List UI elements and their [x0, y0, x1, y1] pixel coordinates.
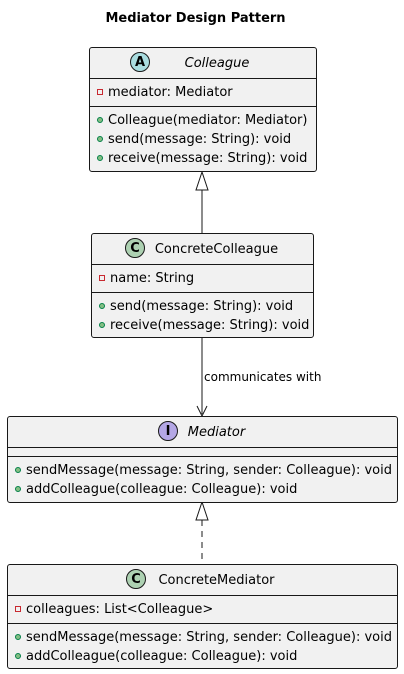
- realization-arrowhead: [195, 500, 209, 521]
- attribute-text: name: String: [110, 271, 195, 286]
- interface-badge-icon: I: [158, 421, 178, 441]
- association-label: communicates with: [204, 370, 322, 384]
- attribute-row: name: String: [92, 269, 313, 288]
- method-row: sendMessage(message: String, sender: Col…: [8, 461, 397, 480]
- method-row: receive(message: String): void: [92, 316, 313, 335]
- method-row: Colleague(mediator: Mediator): [90, 111, 316, 130]
- class-colleague[interactable]: A Colleague mediator: Mediator Colleague…: [89, 47, 317, 172]
- method-text: send(message: String): void: [110, 299, 294, 314]
- class-concrete-mediator[interactable]: C ConcreteMediator colleagues: List<Coll…: [7, 564, 398, 669]
- attributes-section: name: String: [92, 265, 313, 292]
- public-visibility-icon: [97, 155, 103, 161]
- public-visibility-icon: [99, 303, 105, 309]
- public-visibility-icon: [97, 136, 103, 142]
- methods-section: Colleague(mediator: Mediator) send(messa…: [90, 106, 316, 172]
- class-name: Mediator: [187, 424, 246, 440]
- attributes-section: mediator: Mediator: [90, 79, 316, 106]
- class-header: C ConcreteColleague: [92, 234, 313, 265]
- method-row: receive(message: String): void: [90, 149, 316, 168]
- generalization-arrowhead: [195, 170, 209, 191]
- public-visibility-icon: [15, 653, 21, 659]
- method-text: addColleague(colleague: Colleague): void: [26, 649, 298, 664]
- private-visibility-icon: [99, 275, 105, 281]
- diagram-title: Mediator Design Pattern: [105, 11, 286, 26]
- public-visibility-icon: [15, 467, 21, 473]
- method-text: receive(message: String): void: [108, 151, 308, 166]
- attribute-text: mediator: Mediator: [108, 85, 233, 100]
- method-row: send(message: String): void: [92, 297, 313, 316]
- interface-mediator[interactable]: I Mediator sendMessage(message: String, …: [7, 416, 398, 503]
- class-header: A Colleague: [90, 48, 316, 79]
- public-visibility-icon: [15, 634, 21, 640]
- method-text: receive(message: String): void: [110, 318, 310, 333]
- public-visibility-icon: [15, 486, 21, 492]
- method-row: send(message: String): void: [90, 130, 316, 149]
- private-visibility-icon: [97, 89, 103, 95]
- methods-section: sendMessage(message: String, sender: Col…: [8, 456, 397, 503]
- method-row: sendMessage(message: String, sender: Col…: [8, 628, 397, 647]
- attribute-row: mediator: Mediator: [90, 83, 316, 102]
- attribute-text: colleagues: List<Colleague>: [26, 602, 214, 617]
- class-badge-icon: C: [126, 569, 146, 589]
- class-header: C ConcreteMediator: [8, 565, 397, 596]
- class-concrete-colleague[interactable]: C ConcreteColleague name: String send(me…: [91, 233, 314, 338]
- class-name: ConcreteMediator: [158, 572, 275, 588]
- method-text: addColleague(colleague: Colleague): void: [26, 482, 298, 497]
- method-text: sendMessage(message: String, sender: Col…: [26, 630, 392, 645]
- method-text: Colleague(mediator: Mediator): [108, 113, 308, 128]
- class-header: I Mediator: [8, 417, 397, 448]
- method-text: send(message: String): void: [108, 132, 292, 147]
- method-text: sendMessage(message: String, sender: Col…: [26, 463, 392, 478]
- attributes-section: [8, 448, 397, 456]
- method-row: addColleague(colleague: Colleague): void: [8, 480, 397, 499]
- attribute-row: colleagues: List<Colleague>: [8, 600, 397, 619]
- public-visibility-icon: [97, 117, 103, 123]
- class-name: Colleague: [184, 55, 250, 71]
- abstract-badge-icon: A: [130, 52, 150, 72]
- method-row: addColleague(colleague: Colleague): void: [8, 647, 397, 666]
- attributes-section: colleagues: List<Colleague>: [8, 596, 397, 623]
- methods-section: sendMessage(message: String, sender: Col…: [8, 623, 397, 670]
- methods-section: send(message: String): void receive(mess…: [92, 292, 313, 339]
- public-visibility-icon: [99, 322, 105, 328]
- private-visibility-icon: [15, 606, 21, 612]
- class-name: ConcreteColleague: [154, 241, 279, 257]
- class-badge-icon: C: [125, 238, 145, 258]
